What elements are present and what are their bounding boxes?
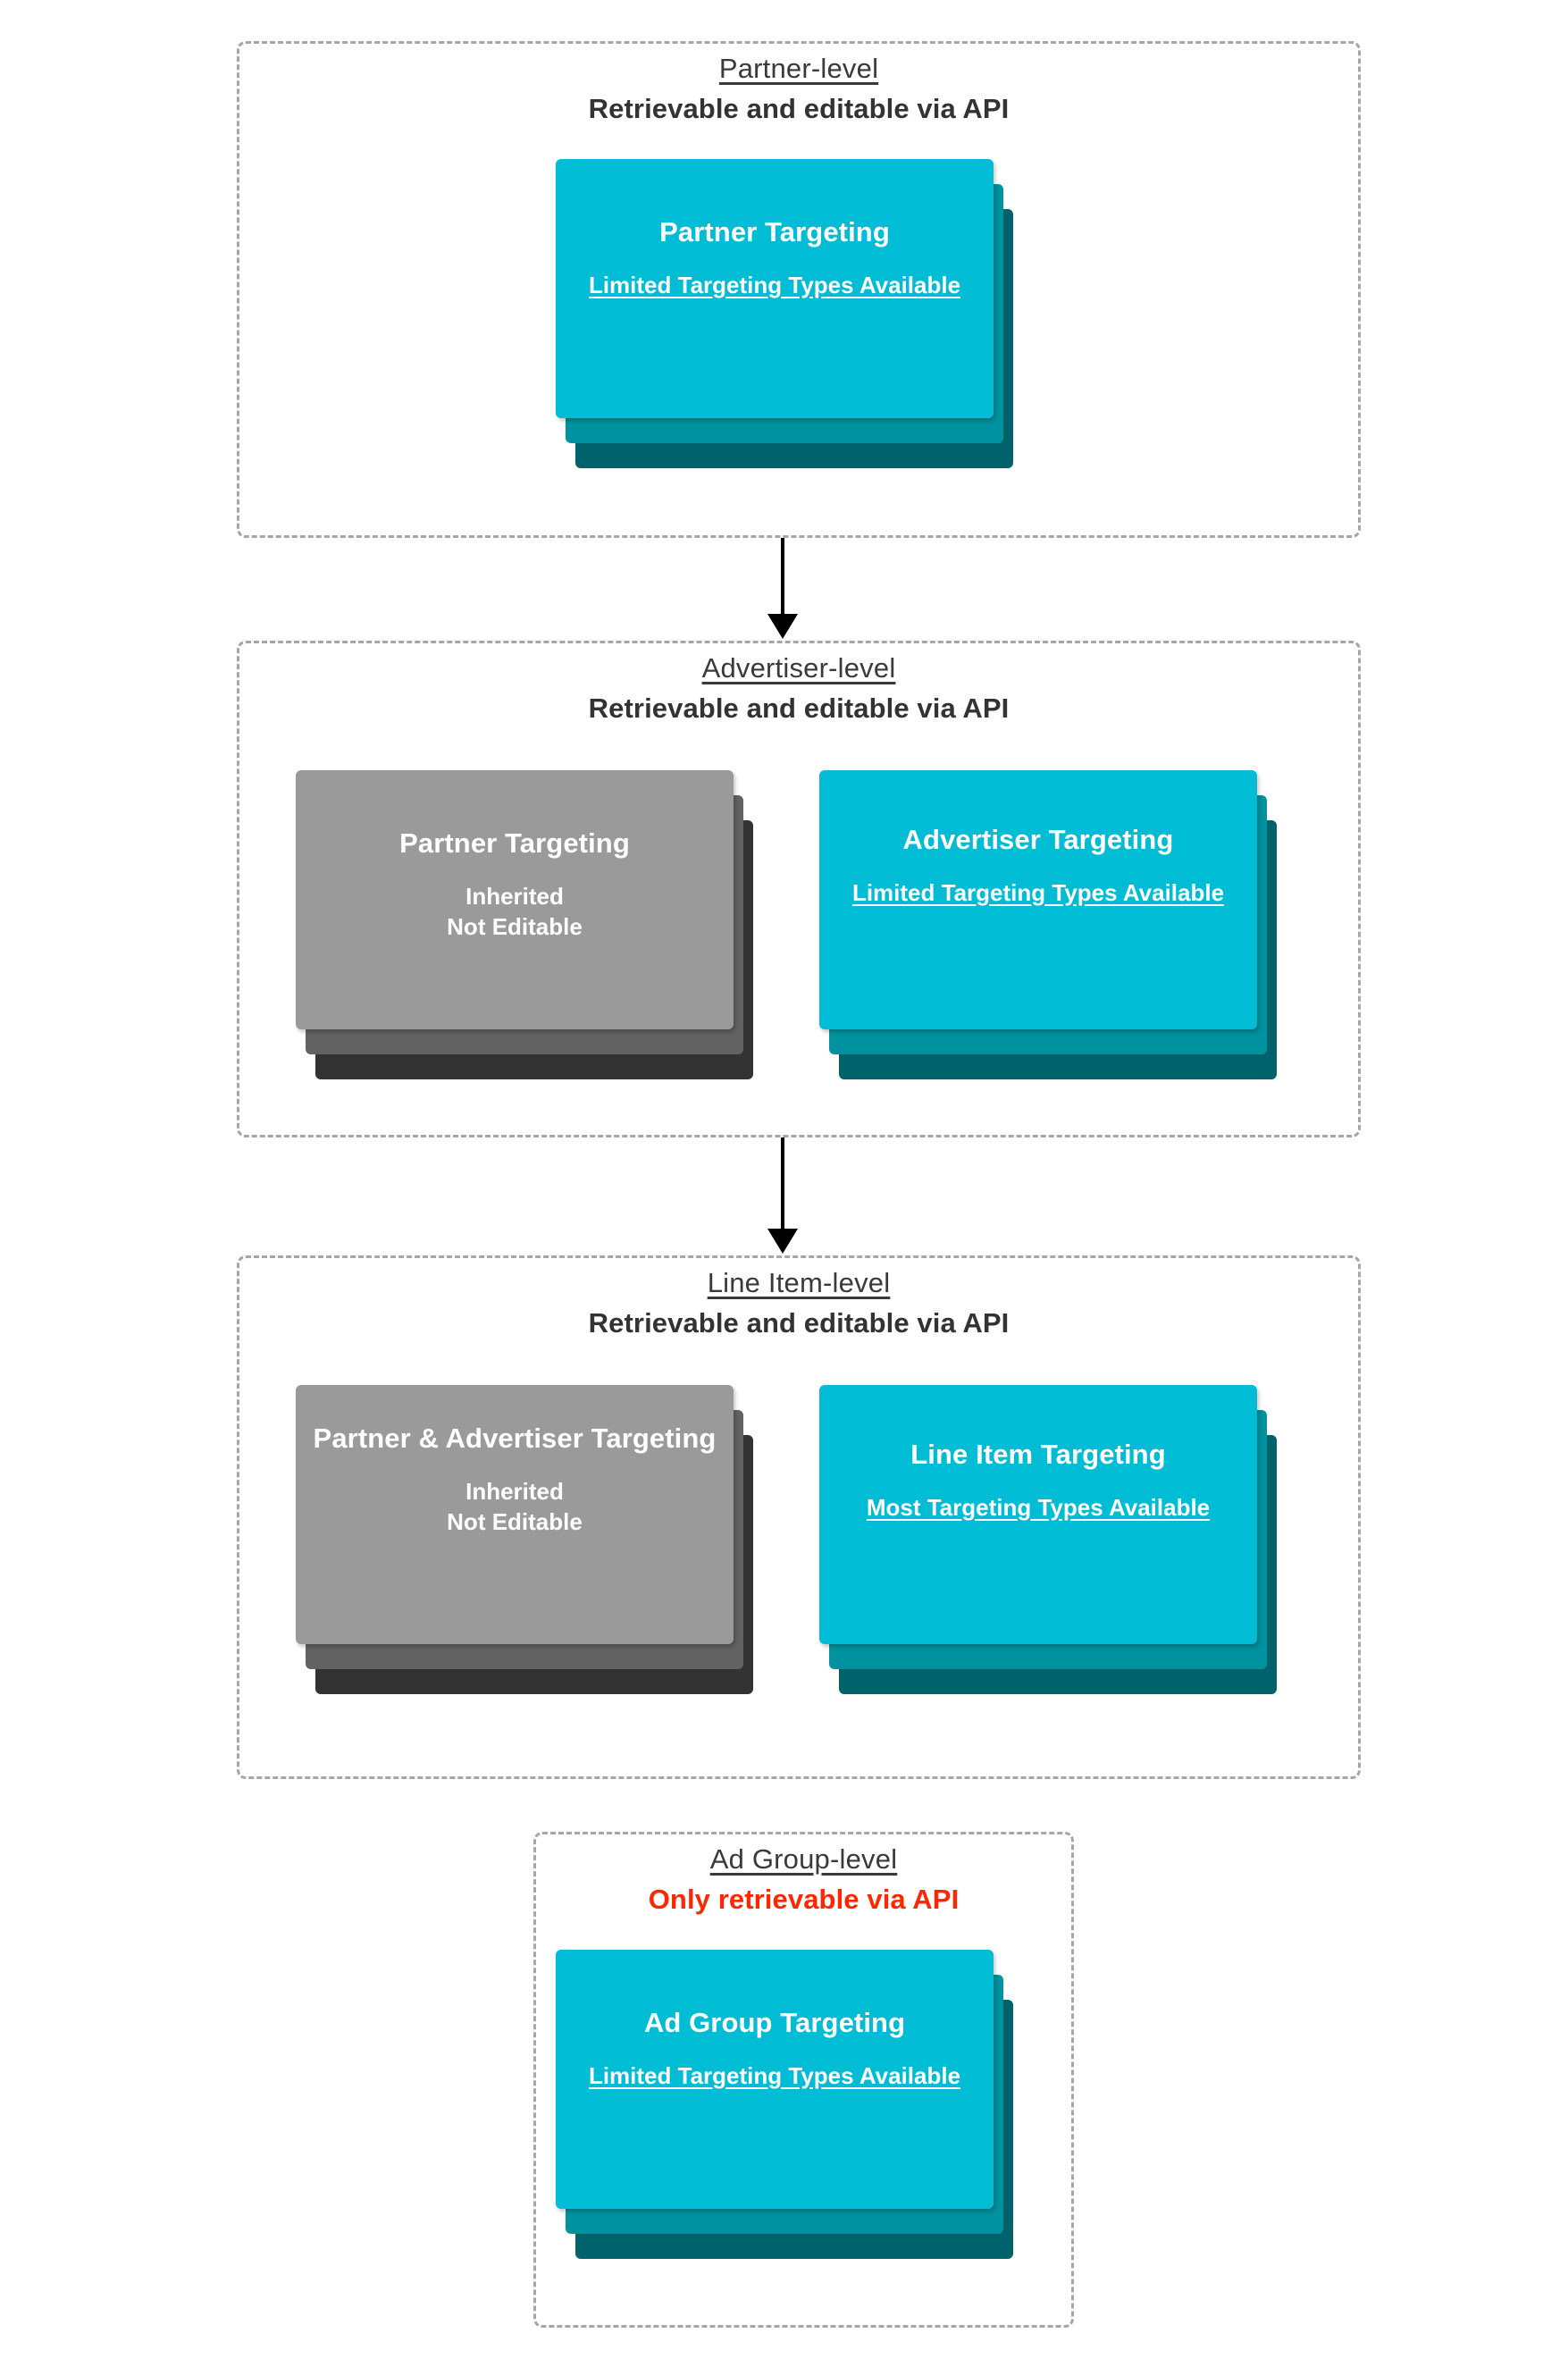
card-partner-targeting[interactable]: Partner Targeting Limited Targeting Type…	[556, 159, 994, 418]
arrow-shaft	[781, 538, 784, 617]
card-advertiser-targeting[interactable]: Advertiser Targeting Limited Targeting T…	[819, 770, 1257, 1029]
card-note: Limited Targeting Types Available	[588, 2061, 961, 2089]
card-stack-partner-targeting-inherited: Partner Targeting Inherited Not Editable	[296, 770, 753, 1079]
card-title: Line Item Targeting	[910, 1439, 1166, 1470]
arrow-shaft	[781, 1137, 784, 1230]
arrow-head	[767, 1229, 798, 1254]
arrow-advertiser-to-line-item	[767, 1137, 799, 1254]
card-stack-partner-advertiser-targeting-inherited: Partner & Advertiser Targeting Inherited…	[296, 1385, 753, 1694]
card-note: Most Targeting Types Available	[866, 1493, 1211, 1521]
level-box-line-item	[237, 1255, 1361, 1779]
card-partner-advertiser-targeting-inherited[interactable]: Partner & Advertiser Targeting Inherited…	[296, 1385, 734, 1644]
card-note: Limited Targeting Types Available	[851, 878, 1225, 906]
level-box-partner	[237, 41, 1361, 538]
card-title: Advertiser Targeting	[902, 824, 1174, 855]
card-title: Partner & Advertiser Targeting	[313, 1423, 717, 1454]
card-title: Ad Group Targeting	[643, 2007, 906, 2038]
card-note: Inherited Not Editable	[447, 882, 583, 940]
card-title: Partner Targeting	[399, 827, 630, 859]
arrow-partner-to-advertiser	[767, 538, 799, 639]
level-box-ad-group	[533, 1832, 1074, 2328]
card-partner-targeting-inherited[interactable]: Partner Targeting Inherited Not Editable	[296, 770, 734, 1029]
card-stack-advertiser-targeting: Advertiser Targeting Limited Targeting T…	[819, 770, 1277, 1079]
card-title: Partner Targeting	[659, 216, 890, 248]
arrow-head	[767, 614, 798, 639]
card-stack-line-item-targeting: Line Item Targeting Most Targeting Types…	[819, 1385, 1277, 1694]
card-stack-ad-group-targeting: Ad Group Targeting Limited Targeting Typ…	[556, 1950, 1013, 2259]
card-line-item-targeting[interactable]: Line Item Targeting Most Targeting Types…	[819, 1385, 1257, 1644]
card-note: Inherited Not Editable	[447, 1477, 583, 1535]
card-note: Limited Targeting Types Available	[588, 271, 961, 298]
level-box-advertiser	[237, 641, 1361, 1137]
card-stack-partner-targeting: Partner Targeting Limited Targeting Type…	[556, 159, 1013, 468]
card-ad-group-targeting[interactable]: Ad Group Targeting Limited Targeting Typ…	[556, 1950, 994, 2209]
